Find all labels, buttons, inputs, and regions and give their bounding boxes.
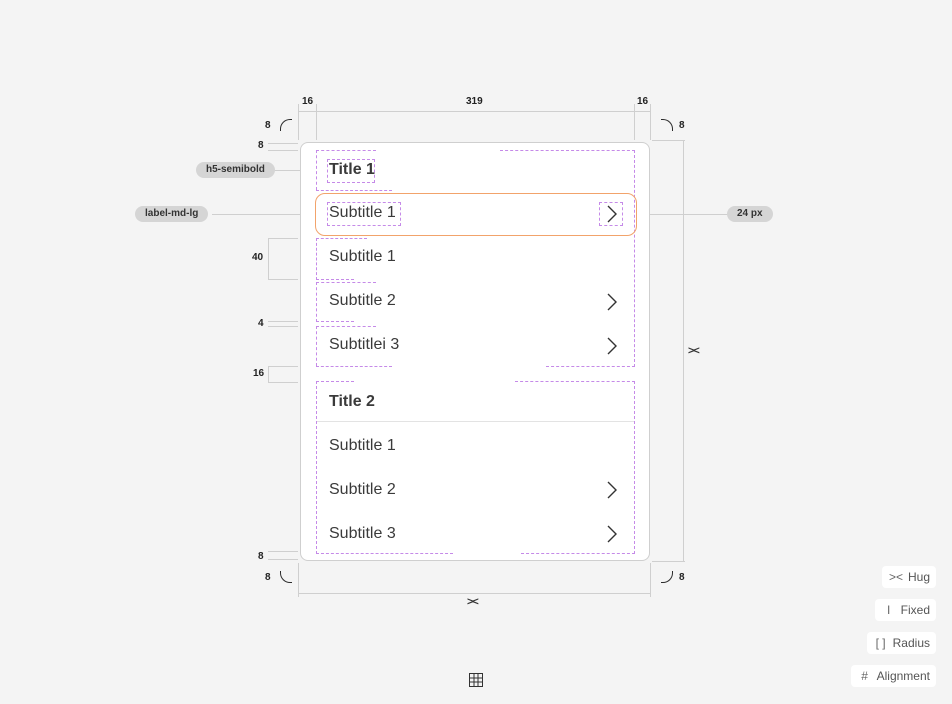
hug-icon: >< [888, 570, 903, 584]
chevron-right-icon[interactable] [605, 293, 619, 311]
list-item-label[interactable]: Subtitle 3 [329, 525, 396, 542]
height-hug-icon: >< [688, 345, 700, 357]
radius-bottom-left-icon [280, 571, 292, 583]
legend-label: Alignment [876, 669, 930, 683]
dim-card-bottom-padding: 8 [258, 551, 264, 562]
list-item-label[interactable]: Subtitlei 3 [329, 336, 400, 353]
dim-card-top-padding: 8 [258, 140, 264, 151]
section-2-frame [316, 381, 318, 554]
list-item-label: Subtitle 1 [329, 204, 396, 221]
row-2-frame [316, 238, 367, 280]
list-card [300, 142, 650, 561]
alignment-icon: # [861, 669, 868, 683]
right-height-ruler [683, 140, 684, 562]
radius-bottom-right-icon [661, 571, 673, 583]
list-item-label[interactable]: Subtitle 1 [329, 248, 396, 265]
chevron-right-icon[interactable] [605, 337, 619, 355]
icon-size-callout: 24 px [727, 206, 773, 222]
radius-top-left-icon [280, 119, 292, 131]
bottom-width-ruler [298, 593, 651, 594]
legend-hug: >< Hug [881, 566, 936, 588]
chevron-frame [599, 202, 623, 226]
legend-radius: [ ] Radius [866, 632, 936, 654]
legend-label: Hug [907, 570, 930, 584]
row-style-callout: label-md-lg [135, 206, 209, 222]
title-style-callout: h5-semibold [196, 162, 275, 178]
dim-radius-top-left: 8 [265, 120, 271, 131]
legend-label: Radius [892, 636, 930, 650]
chevron-right-icon[interactable] [605, 525, 619, 543]
dim-content-width: 319 [466, 96, 483, 107]
dim-section-gap: 16 [253, 368, 265, 379]
fixed-icon: I [886, 603, 891, 617]
section-title-2: Title 2 [329, 393, 375, 410]
dim-radius-top-right: 8 [679, 120, 685, 131]
dim-left-padding: 16 [302, 96, 314, 107]
dim-row-height: 40 [252, 252, 264, 263]
dim-radius-bottom-left: 8 [265, 572, 271, 583]
dim-right-padding: 16 [637, 96, 649, 107]
row-label-frame [327, 202, 401, 226]
radius-icon: [ ] [875, 636, 886, 650]
section-divider [317, 421, 634, 422]
legend-label: Fixed [900, 603, 930, 617]
radius-top-right-icon [661, 119, 673, 131]
dim-row-gap: 4 [258, 318, 264, 329]
list-item-label[interactable]: Subtitle 2 [329, 292, 396, 309]
grid-icon[interactable] [469, 673, 483, 687]
list-item-label[interactable]: Subtitle 2 [329, 481, 396, 498]
legend-fixed: I Fixed [874, 599, 936, 621]
title-1-frame [327, 159, 375, 183]
dim-radius-bottom-right: 8 [679, 572, 685, 583]
list-item-label[interactable]: Subtitle 1 [329, 437, 396, 454]
section-title-1: Title 1 [329, 161, 375, 178]
chevron-right-icon[interactable] [605, 481, 619, 499]
chevron-right-icon[interactable] [605, 205, 619, 223]
width-hug-icon: >< [467, 596, 479, 608]
list-item-selected[interactable] [315, 193, 637, 236]
legend-alignment: # Alignment [850, 665, 936, 687]
